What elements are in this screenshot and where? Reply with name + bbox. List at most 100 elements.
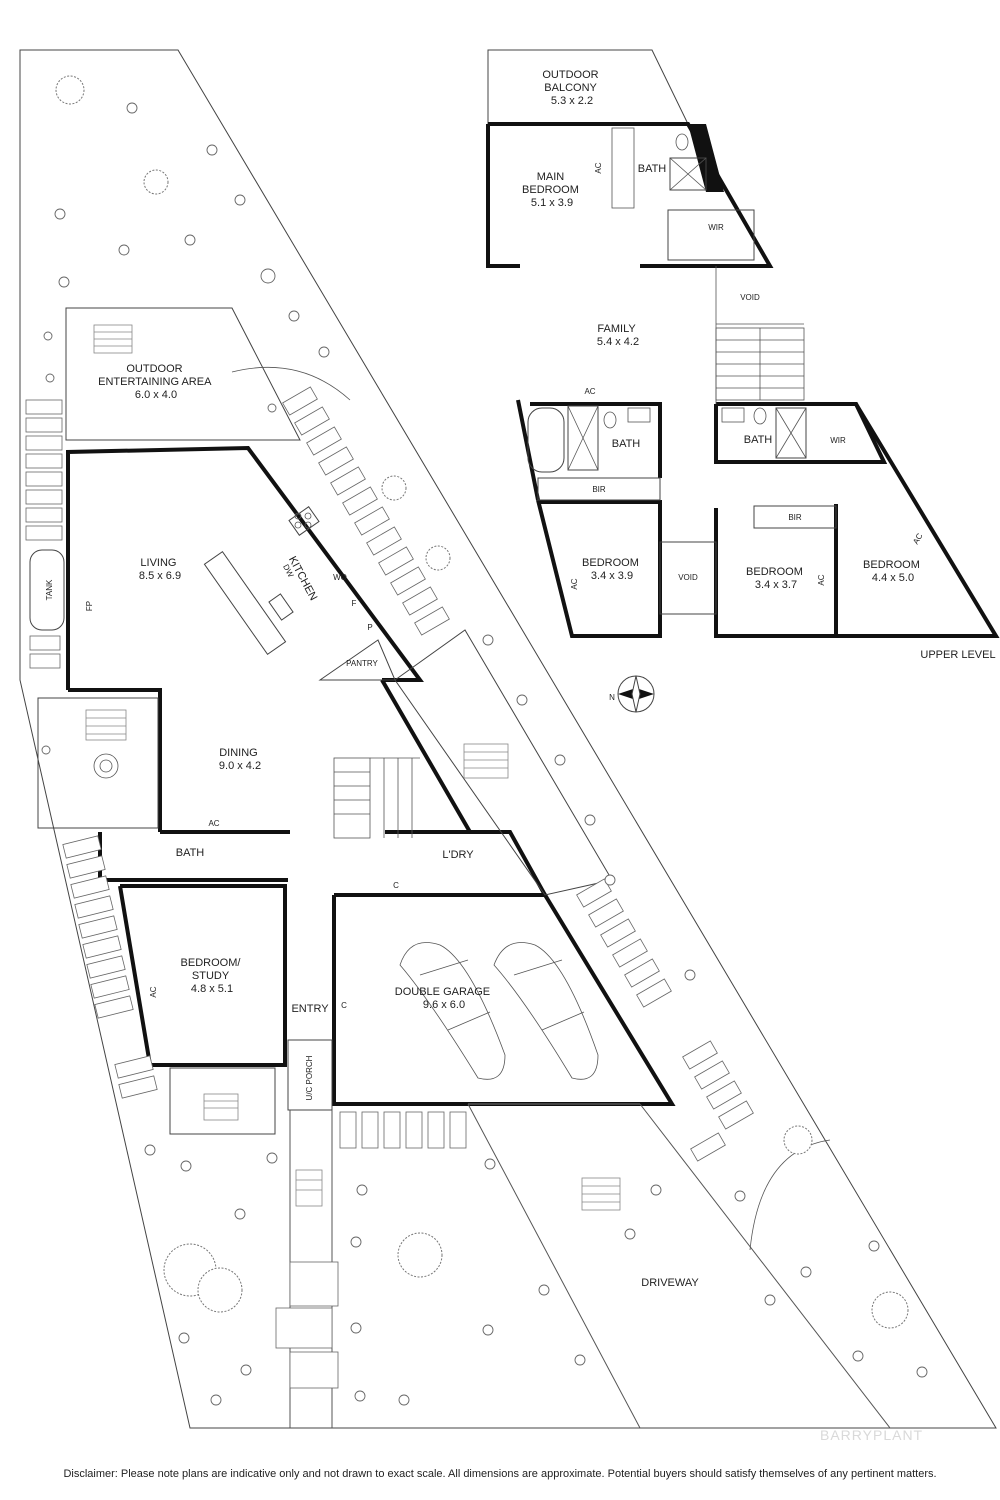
laundry-c-label: C bbox=[393, 881, 399, 890]
bath-right-label: BATH bbox=[744, 434, 773, 446]
void-upper-label: VOID bbox=[740, 293, 760, 302]
fire-pit-icon bbox=[93, 753, 119, 779]
toilet-icon bbox=[603, 411, 617, 429]
ac-main-bedroom-label: AC bbox=[594, 162, 603, 173]
dining-label: DINING 9.0 x 4.2 bbox=[219, 747, 261, 772]
bath-left-label: BATH bbox=[612, 438, 641, 450]
bir-left-label: BIR bbox=[592, 485, 606, 494]
driveway-edge-left bbox=[467, 1103, 641, 1429]
entry-label: ENTRY bbox=[291, 1003, 329, 1015]
left-pavers bbox=[25, 399, 158, 1099]
upper-level-label: UPPER LEVEL bbox=[920, 649, 995, 661]
garage-wall bbox=[332, 893, 676, 1106]
wir-main-label: WIR bbox=[708, 223, 724, 232]
brick-pattern-icon bbox=[203, 1093, 239, 1121]
driveway-edge-right bbox=[639, 1103, 891, 1429]
disclaimer: Disclaimer: Please note plans are indica… bbox=[63, 1468, 937, 1480]
garage-c-label: C bbox=[341, 1001, 347, 1010]
outdoor-balcony-label: OUTDOOR BALCONY 5.3 x 2.2 bbox=[542, 69, 601, 107]
family-label: FAMILY 5.4 x 4.2 bbox=[597, 323, 639, 348]
wir-box bbox=[667, 209, 755, 261]
toilet-icon bbox=[675, 133, 689, 151]
outdoor-entertaining-label: OUTDOOR ENTERTAINING AREA 6.0 x 4.0 bbox=[98, 363, 214, 401]
shrub-dots bbox=[41, 102, 928, 1406]
toilet-icon bbox=[753, 407, 767, 425]
laundry-label: L'DRY bbox=[442, 849, 474, 861]
bedroom-study-label: BEDROOM/ STUDY 4.8 x 5.1 bbox=[181, 957, 244, 995]
shower-icon bbox=[669, 157, 707, 191]
ac-bedroom-mid-label: AC bbox=[817, 574, 826, 585]
main-bedroom-label: MAIN BEDROOM 5.1 x 3.9 bbox=[522, 171, 582, 209]
upper-level bbox=[486, 49, 1000, 713]
north-label: N bbox=[609, 693, 615, 702]
brick-pattern-icon bbox=[85, 709, 127, 741]
dining-wall bbox=[68, 688, 162, 832]
bedroom-mid-label: BEDROOM 3.4 x 3.7 bbox=[746, 566, 806, 591]
void-box bbox=[659, 541, 717, 615]
void-lower-label: VOID bbox=[678, 573, 698, 582]
wir-right-label: WIR bbox=[830, 436, 846, 445]
bath-right-upper-wall bbox=[714, 402, 888, 464]
floor-plan: OUTDOOR BALCONY 5.3 x 2.2 MAIN BEDROOM 5… bbox=[19, 49, 1000, 1443]
garage-pavers bbox=[339, 1111, 467, 1149]
upper-stairs bbox=[715, 327, 805, 401]
ground-bath-label: BATH bbox=[176, 847, 205, 859]
ac-study-label: AC bbox=[149, 986, 158, 997]
tank-label: TANK bbox=[45, 579, 54, 600]
car-icon bbox=[493, 942, 599, 1080]
watermark-logo: BARRYPLANT bbox=[820, 1427, 923, 1443]
ac-dining-label: AC bbox=[208, 819, 219, 828]
living-label: LIVING 8.5 x 6.9 bbox=[139, 557, 181, 582]
bir-left bbox=[537, 477, 661, 501]
bir-mid-label: BIR bbox=[788, 513, 802, 522]
fridge-label: F bbox=[352, 599, 357, 608]
driveway-label: DRIVEWAY bbox=[641, 1277, 699, 1289]
ac-bedroom-right-label: AC bbox=[911, 532, 924, 546]
ground-level bbox=[19, 49, 997, 1429]
labels: OUTDOOR BALCONY 5.3 x 2.2 MAIN BEDROOM 5… bbox=[45, 69, 996, 1443]
bedroom-right-label: BEDROOM 4.4 x 5.0 bbox=[863, 559, 923, 584]
water-tank bbox=[29, 549, 65, 631]
north-compass-icon bbox=[617, 675, 655, 713]
car-icon bbox=[399, 942, 506, 1080]
front-path bbox=[275, 1110, 339, 1428]
pantry-p-label: P bbox=[367, 623, 372, 632]
deck-curve bbox=[231, 366, 351, 401]
lower-deck bbox=[169, 1067, 276, 1135]
main-bath-label: BATH bbox=[638, 163, 667, 175]
kitchen-island bbox=[203, 550, 287, 656]
basin-icon bbox=[627, 407, 651, 423]
ac-bedroom-left-label: AC bbox=[570, 578, 579, 589]
pantry bbox=[318, 639, 396, 681]
bedroom-left-label: BEDROOM 3.4 x 3.9 bbox=[582, 557, 642, 582]
brick-pattern-icon bbox=[581, 1177, 621, 1211]
double-garage-label: DOUBLE GARAGE 9.6 x 6.0 bbox=[395, 986, 493, 1011]
vanity-icon bbox=[611, 127, 635, 209]
living-wall bbox=[66, 445, 424, 690]
fp-label: FP bbox=[85, 601, 94, 611]
stair-wall bbox=[380, 678, 472, 834]
shower-icon bbox=[775, 407, 807, 459]
bedroom-left-wall bbox=[536, 499, 662, 638]
outdoor-entertaining-area bbox=[65, 307, 301, 441]
bir-mid bbox=[753, 505, 837, 529]
kitchen-label: KITCHEN bbox=[286, 554, 319, 602]
pantry-label: PANTRY bbox=[346, 659, 378, 668]
garden-curve bbox=[749, 1139, 831, 1251]
tree-icons bbox=[55, 75, 909, 1329]
fire-pit-inner-icon bbox=[99, 759, 113, 773]
laundry-wall bbox=[385, 830, 549, 897]
study-wall bbox=[118, 884, 287, 1067]
wo-label: WO bbox=[333, 573, 347, 582]
brick-pattern-icon bbox=[93, 324, 133, 354]
bath-upper-wall bbox=[530, 402, 662, 478]
bathtub-icon bbox=[527, 407, 565, 473]
porch bbox=[287, 1039, 333, 1111]
uc-porch-label: U/C PORCH bbox=[305, 1055, 314, 1100]
courtyard bbox=[37, 697, 159, 829]
main-bedroom-wall bbox=[488, 122, 774, 268]
ac-upper-bath-label: AC bbox=[584, 387, 595, 396]
diagonal-pavers bbox=[282, 386, 754, 1162]
main-bedroom-left-wall bbox=[486, 124, 520, 268]
ground-stairs bbox=[333, 757, 420, 839]
